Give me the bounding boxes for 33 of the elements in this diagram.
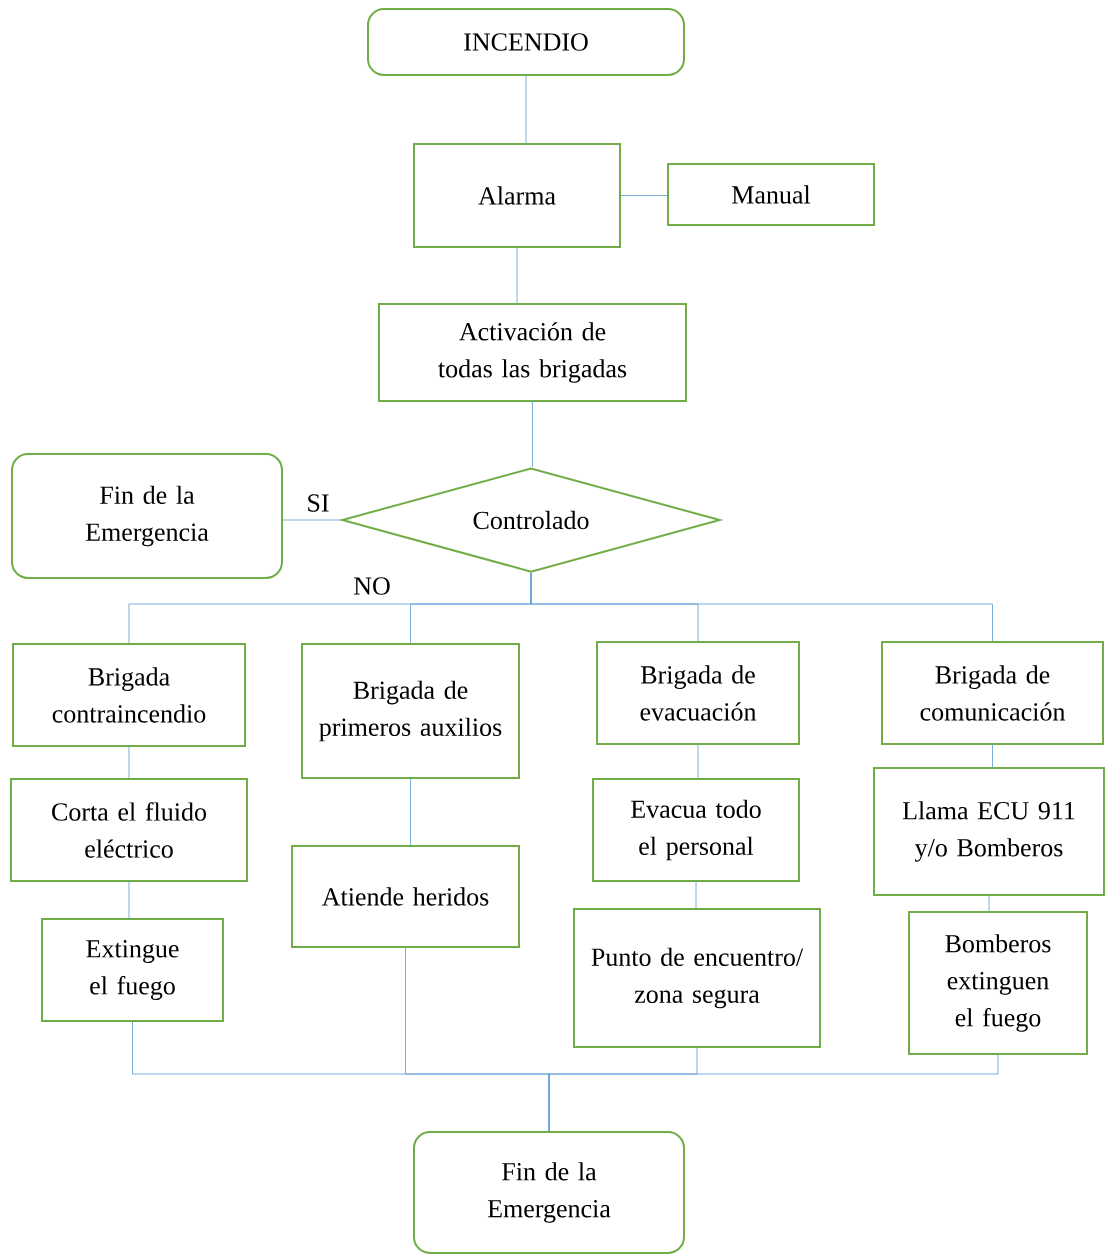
connector-line — [282, 519, 342, 521]
process-box: Extingue el fuego — [41, 918, 224, 1022]
process-box: Corta el fluido eléctrico — [10, 778, 248, 882]
terminal-box: Fin de la Emergencia — [11, 453, 283, 579]
process-box: Alarma — [413, 143, 621, 248]
process-box: Brigada de comunicación — [881, 641, 1104, 745]
edge-label: SI — [305, 493, 331, 513]
connector-line — [697, 744, 699, 779]
process-box: Brigada de primeros auxilios — [301, 643, 520, 779]
connector-line — [128, 881, 130, 919]
edge-label: NO — [352, 576, 392, 596]
connector-line — [530, 572, 993, 642]
connector-line — [988, 895, 990, 912]
connector-line — [410, 778, 411, 846]
terminal-box: INCENDIO — [367, 8, 685, 76]
process-box: Activación de todas las brigadas — [378, 303, 687, 402]
connector-line — [695, 881, 697, 909]
terminal-box: Fin de la Emergencia — [413, 1131, 685, 1254]
connector-line — [992, 744, 993, 768]
process-box: Manual — [667, 163, 875, 226]
connector-line — [128, 746, 130, 779]
process-box: Atiende heridos — [291, 845, 520, 948]
connector-line — [525, 75, 527, 144]
connector-line — [548, 1054, 999, 1132]
process-box: Brigada contraincendio — [12, 643, 246, 747]
connector-line — [516, 247, 518, 304]
process-box: Llama ECU 911 y/o Bomberos — [873, 767, 1105, 896]
connector-line — [532, 401, 533, 468]
process-box: Brigada de evacuación — [596, 641, 800, 745]
connector-line — [620, 195, 668, 196]
process-box: Bomberos extinguen el fuego — [908, 911, 1088, 1055]
process-box: Punto de encuentro/ zona segura — [573, 908, 821, 1048]
process-box: Evacua todo el personal — [592, 778, 800, 882]
